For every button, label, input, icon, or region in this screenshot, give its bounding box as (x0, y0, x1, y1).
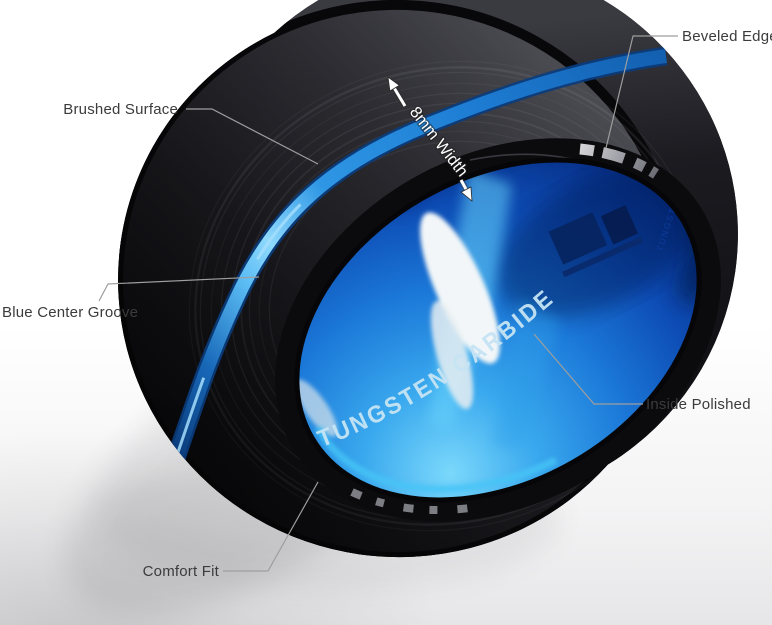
annotation-label-blue-center-groove: Blue Center Groove (2, 304, 139, 321)
inner-bottom-lip (314, 426, 558, 493)
inner-rim-line (294, 157, 702, 503)
through-hole-highlight (294, 212, 500, 437)
annotation-label-inside-polished: Inside Polished (646, 396, 751, 413)
leader-line-blue-center-groove (98, 276, 260, 302)
leader-lines (98, 35, 678, 572)
annotation-label-brushed-surface: Brushed Surface (63, 101, 178, 118)
annotation-label-comfort-fit: Comfort Fit (142, 563, 219, 580)
leader-line-brushed-surface (186, 108, 319, 165)
blue-center-groove-stripe (167, 46, 668, 462)
measure-arrow-down-icon (460, 186, 473, 202)
window-reflection (548, 205, 644, 278)
annotation-label-beveled-edge: Beveled Edge (682, 28, 772, 45)
bottom-step-highlight (350, 488, 471, 515)
leader-line-inside-polished (533, 333, 643, 405)
leader-line-comfort-fit (223, 481, 319, 572)
measure-arrow-up-icon (387, 76, 401, 92)
beveled-edge-chrome-highlight (579, 143, 659, 179)
leader-line-beveled-edge (605, 35, 678, 149)
